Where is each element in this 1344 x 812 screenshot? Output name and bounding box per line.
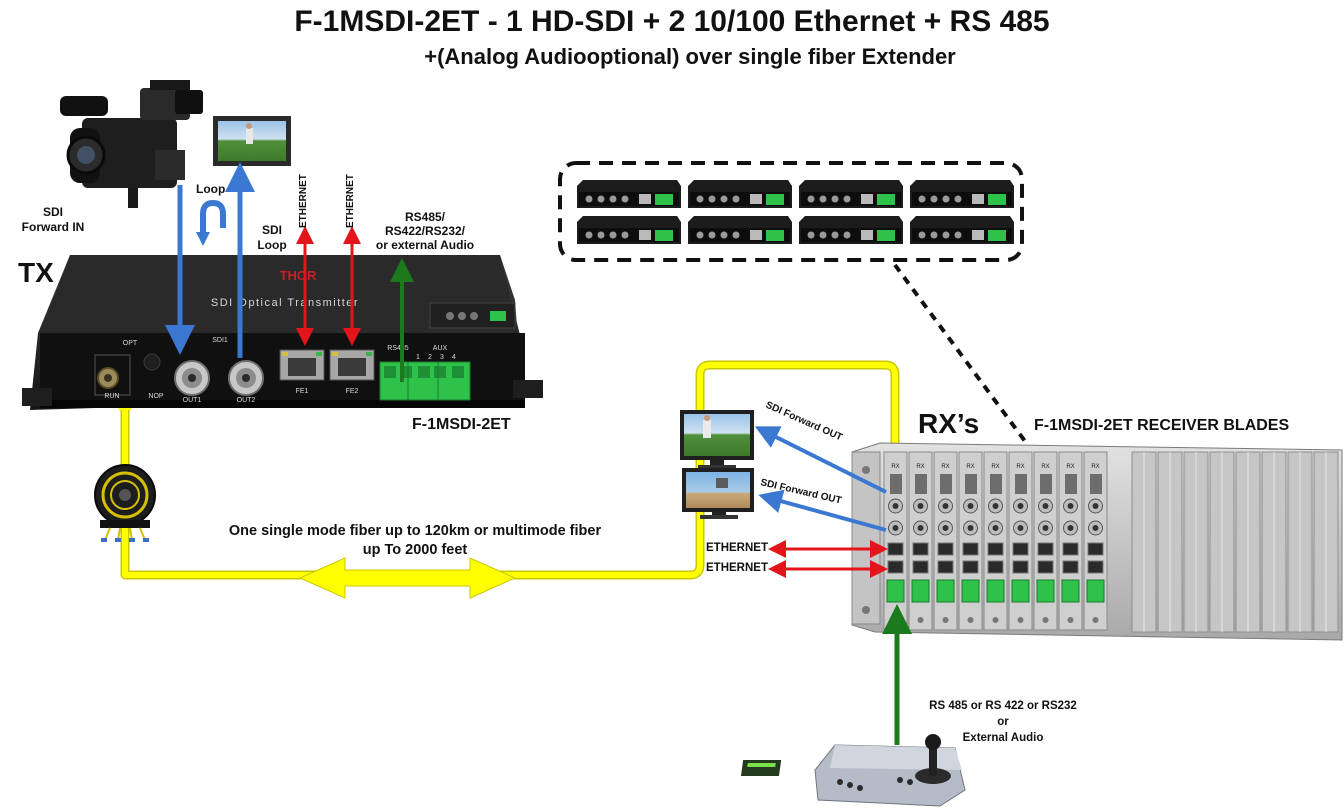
monitor-icon	[682, 468, 754, 519]
rx-slot-label: RX	[891, 464, 899, 470]
rx-blade-slot: RX	[983, 451, 1008, 631]
tx-arrows	[165, 162, 414, 382]
label-opt: OPT	[123, 340, 138, 347]
tx-ethernet-label-1: ETHERNET	[298, 174, 309, 228]
rx-ethernet-label-2: ETHERNET	[706, 562, 768, 574]
label-aux-4: 4	[452, 354, 456, 361]
tx-front-text: SDI Optical Transmitter	[211, 297, 359, 309]
rx-slots: RX RX RX RX RX RX RX RX RX	[883, 451, 1339, 633]
blade-unit	[799, 180, 903, 208]
rj45-fe2	[329, 349, 375, 381]
blade-group-pointer	[893, 263, 1032, 450]
rx-empty-slot	[1313, 451, 1339, 633]
monitor-icon	[213, 116, 291, 166]
camcorder-icon	[60, 80, 203, 208]
label-fe1: FE1	[296, 388, 309, 395]
rx-blade-slot: RX	[1008, 451, 1033, 631]
label-sdi1: SDI1	[212, 337, 228, 344]
blade-unit	[688, 180, 792, 208]
rx-sdi-out-arrow-2	[758, 489, 887, 532]
tx-device: THOR SDI Optical Transmitter	[22, 255, 543, 410]
tx-serial-label: RS485/RS422/RS232/or external Audio	[375, 210, 475, 252]
rx-empty-slot	[1235, 451, 1261, 633]
rx-blade-slot: RX	[908, 451, 933, 631]
fiber-bidirectional-arrow	[298, 557, 517, 599]
rx-sdi-out-arrow-1	[754, 426, 887, 494]
loop-uturn-arrow	[200, 199, 226, 235]
blade-units	[577, 180, 1014, 244]
page-title: F-1MSDI-2ET - 1 HD-SDI + 2 10/100 Ethern…	[294, 5, 1050, 38]
bnc-sdi-in	[174, 360, 210, 396]
rj45-fe1	[279, 349, 325, 381]
rx-arrows	[754, 426, 912, 745]
blade-unit	[688, 216, 792, 244]
rx-blade-slot: RX	[958, 451, 983, 631]
rx-slot-label: RX	[941, 464, 949, 470]
rx-blade-slot: RX	[1058, 451, 1083, 631]
rx-blade-slot: RX	[883, 451, 908, 631]
label-aux: AUX	[433, 345, 448, 352]
label-out1: OUT1	[183, 397, 202, 404]
receiver-blade-group	[558, 161, 1032, 450]
label-rs485: RS485	[387, 345, 409, 352]
blade-unit	[910, 216, 1014, 244]
rx-slot-label: RX	[991, 464, 999, 470]
rx-blade-slot: RX	[1083, 451, 1108, 631]
rx-slot-label: RX	[1016, 464, 1024, 470]
rx-empty-slot	[1131, 451, 1157, 633]
bnc-sdi-loop	[228, 360, 264, 396]
blade-unit	[799, 216, 903, 244]
rx-rack-chassis: RX RX RX RX RX RX RX RX RX	[851, 442, 1343, 641]
tx-tag: TX	[18, 257, 54, 288]
fiber-reel-icon	[94, 464, 156, 542]
label-run: RUN	[104, 393, 119, 400]
rx-empty-slot	[1209, 451, 1235, 633]
label-nop: NOP	[148, 393, 164, 400]
label-out2: OUT2	[237, 397, 256, 404]
fiber-link	[118, 360, 903, 599]
blade-unit	[910, 180, 1014, 208]
rx-slot-label: RX	[916, 464, 924, 470]
blade-unit	[577, 180, 681, 208]
rx-title: F-1MSDI-2ET RECEIVER BLADES	[1034, 417, 1290, 434]
ptz-keyboard-controller-icon	[740, 734, 966, 807]
loop-label: Loop	[196, 182, 226, 196]
rx-blade-slot: RX	[933, 451, 958, 631]
monitor-icon	[680, 410, 754, 469]
fiber-distance-label: One single mode fiber up to 120km or mul…	[228, 523, 602, 558]
rx-empty-slot	[1183, 451, 1209, 633]
rx-tag: RX’s	[918, 408, 980, 439]
tx-brand: THOR	[280, 268, 317, 283]
label-fe2: FE2	[346, 388, 359, 395]
rx-slot-label: RX	[1091, 464, 1099, 470]
rx-empty-slot	[1287, 451, 1313, 633]
tx-ethernet-label-2: ETHERNET	[345, 174, 356, 228]
tx-model-label: F-1MSDI-2ET	[412, 416, 511, 433]
rx-empty-slot	[1157, 451, 1183, 633]
rs485-terminal-block	[379, 361, 471, 401]
label-aux-2: 2	[428, 354, 432, 361]
page-subtitle: +(Analog Audiooptional) over single fibe…	[424, 44, 956, 69]
rx-empty-slot	[1261, 451, 1287, 633]
rx-ethernet-label-1: ETHERNET	[706, 542, 768, 554]
rx-sdi-out-label-2: SDI Forward OUT	[759, 477, 842, 506]
rx-blade-slot: RX	[1033, 451, 1058, 631]
label-aux-1: 1	[416, 354, 420, 361]
rx-slot-label: RX	[1066, 464, 1074, 470]
rx-slot-label: RX	[1041, 464, 1049, 470]
blade-unit	[577, 216, 681, 244]
rx-slot-label: RX	[966, 464, 974, 470]
label-aux-3: 3	[440, 354, 444, 361]
